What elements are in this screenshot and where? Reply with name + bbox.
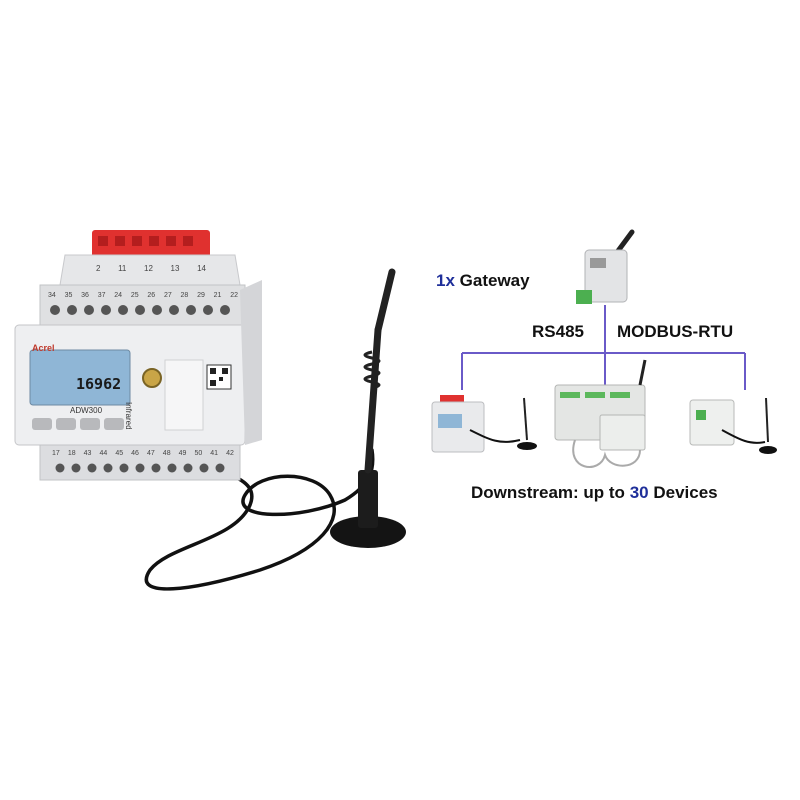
- terminal-number: 35: [64, 292, 73, 299]
- downstream-device-sensor: [689, 397, 777, 454]
- antenna: [330, 268, 406, 548]
- downstream-suffix: Devices: [653, 483, 718, 502]
- gateway-count: 1x: [436, 271, 455, 290]
- terminal-number: 45: [115, 450, 124, 457]
- meter-model: ADW300: [70, 406, 103, 415]
- terminal-number: 25: [130, 292, 139, 299]
- terminal-number: 27: [163, 292, 172, 299]
- terminal-number: 13: [170, 264, 180, 273]
- terminal-number: 48: [162, 450, 171, 457]
- meter-body: [14, 230, 262, 481]
- gateway-text: Gateway: [459, 271, 530, 290]
- meter-brand: Acrel: [32, 343, 55, 353]
- downstream-device-meter: [431, 395, 537, 453]
- meter-side-label: Infrared: [124, 402, 133, 430]
- terminal-number: 37: [97, 292, 106, 299]
- terminal-number: 22: [230, 292, 238, 299]
- terminal-number: 21: [213, 292, 222, 299]
- bus-label: RS485: [532, 322, 584, 341]
- downstream-caption: Downstream: up to 30 Devices: [471, 483, 718, 503]
- terminal-number: 11: [118, 264, 127, 273]
- downstream-device-modules: [554, 359, 647, 468]
- terminal-number: 26: [147, 292, 156, 299]
- protocol-label: MODBUS-RTU: [617, 322, 734, 341]
- terminal-number: 14: [197, 264, 206, 273]
- mid-terminal-numbers: 34 35 36 37 24 25 26 27 28 29 21 22: [48, 292, 238, 299]
- terminal-number: 36: [81, 292, 89, 299]
- terminal-number: 41: [210, 450, 219, 457]
- bottom-terminal-numbers: 17 18 43 44 45 46 47 48 49 50 41 42: [52, 450, 234, 457]
- top-terminal-numbers: 2 11 12 13 14: [96, 264, 206, 273]
- terminal-number: 34: [48, 292, 56, 299]
- terminal-number: 17: [52, 450, 60, 457]
- terminal-number: 50: [194, 450, 203, 457]
- downstream-prefix: Downstream: up to: [471, 483, 625, 502]
- terminal-number: 42: [226, 450, 234, 457]
- terminal-number: 2: [96, 264, 101, 273]
- terminal-number: 49: [178, 450, 187, 457]
- downstream-count: 30: [629, 483, 649, 502]
- terminal-number: 28: [180, 292, 189, 299]
- meter-display-reading: 16962: [76, 375, 122, 393]
- terminal-number: 44: [99, 450, 108, 457]
- terminal-number: 24: [114, 292, 123, 299]
- terminal-number: 29: [197, 292, 205, 299]
- terminal-number: 12: [144, 264, 153, 273]
- bus-lines: [461, 305, 746, 390]
- terminal-number: 47: [146, 450, 155, 457]
- terminal-number: 18: [67, 450, 76, 457]
- gateway-device: [576, 229, 635, 304]
- terminal-number: 46: [131, 450, 139, 457]
- gateway-label: 1x Gateway: [436, 271, 530, 291]
- terminal-number: 43: [83, 450, 92, 457]
